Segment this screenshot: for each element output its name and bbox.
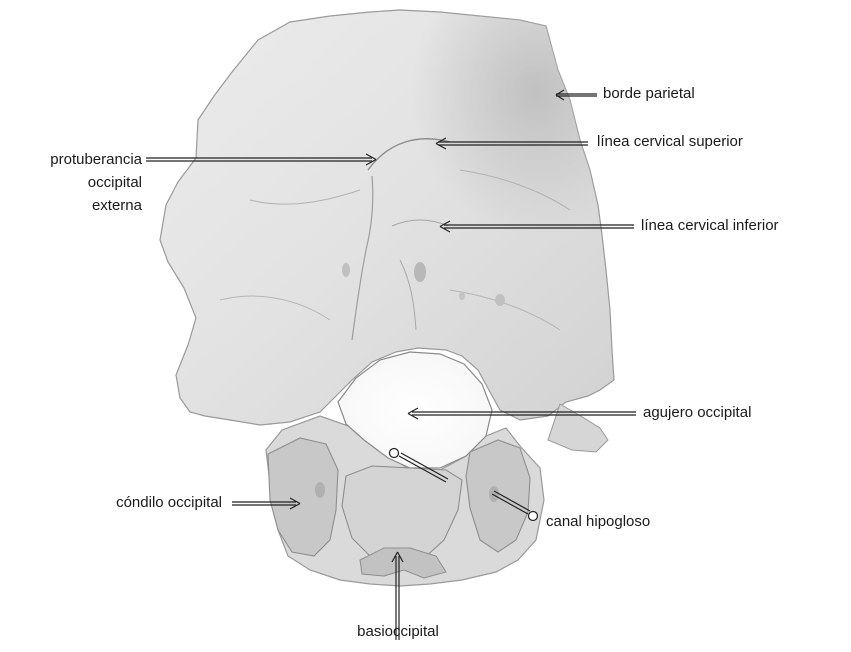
label-condilo-occipital: cóndilo occipital xyxy=(0,493,222,513)
label-linea-cervical-inferior: línea cervical inferior xyxy=(641,216,779,236)
label-canal-hipogloso: canal hipogloso xyxy=(546,512,650,532)
label-protuberancia-line1: protuberancia xyxy=(0,150,142,170)
condyle-left xyxy=(268,438,338,556)
label-agujero-occipital: agujero occipital xyxy=(643,403,751,423)
label-linea-cervical-superior: línea cervical superior xyxy=(597,132,743,152)
jugular-process-right xyxy=(548,404,608,452)
label-borde-parietal: borde parietal xyxy=(603,84,695,104)
label-protuberancia-line3: externa xyxy=(0,196,142,216)
label-basioccipital: basioccipital xyxy=(338,622,458,642)
label-protuberancia-line2: occipital xyxy=(0,173,142,193)
